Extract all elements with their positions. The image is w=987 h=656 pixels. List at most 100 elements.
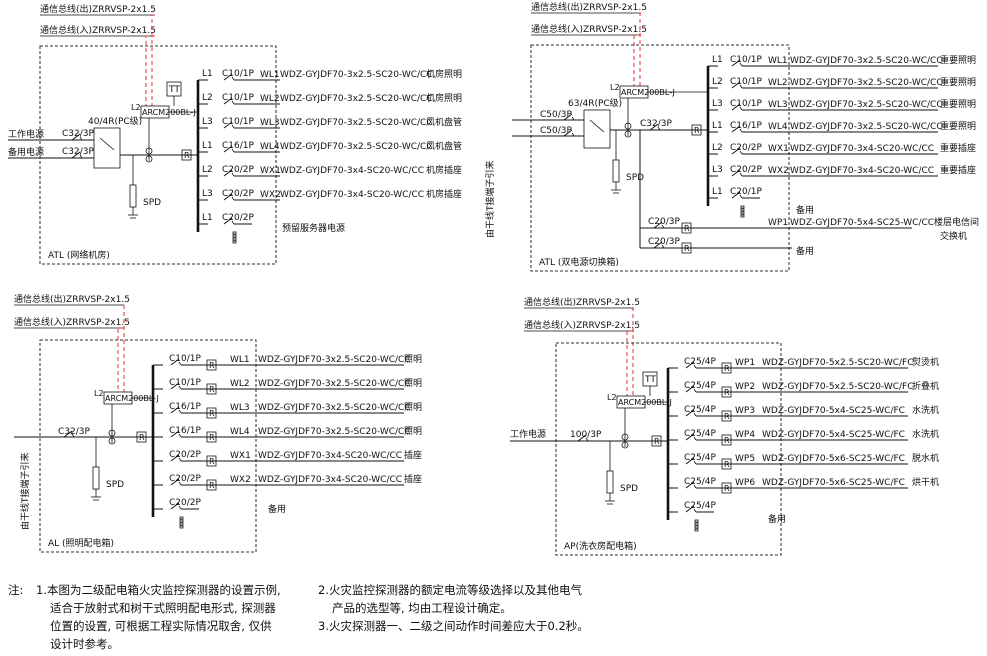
main-residual-box [691, 124, 702, 136]
circuit-breaker-rating: C10/1P [222, 117, 254, 127]
continuation-dots [232, 240, 237, 244]
circuit-residual-box [721, 434, 732, 446]
main-breaker-rating: C32/3P [58, 427, 90, 437]
breaker-hook [79, 154, 83, 159]
circuit-phase: L3 [202, 189, 213, 199]
circuit-load: 重要照明 [940, 76, 976, 88]
circuit-load: 备用 [268, 503, 286, 515]
circuit-load: 备用 [768, 513, 786, 525]
circuit-breaker-rating: C20/2P [222, 213, 254, 223]
panel-title: ATL (双电源切换箱) [539, 256, 619, 268]
enclosure [39, 339, 257, 553]
enclosure-outline [530, 44, 790, 272]
continuation-dots [232, 231, 237, 235]
circuit-load: 插座 [404, 449, 422, 461]
circuit-breaker-symbol [170, 454, 180, 462]
circuit-code: WX2 [230, 475, 251, 485]
input-breaker-symbol [563, 129, 573, 137]
input-breaker-symbol [71, 133, 81, 141]
circuit-breaker-rating: C20/1P [730, 187, 762, 197]
continuation-dots [232, 234, 237, 238]
continuation-dots [740, 208, 745, 212]
circuit-cable: WDZ-GYJDF70-3x2.5-SC20-WC/CC [280, 118, 433, 128]
circuit-cable: WDZ-GYJDF70-3x2.5-SC20-WC/CC [280, 142, 433, 152]
panel-ap-laundry: 通信总线(出)ZRRVSP-2x1.5通信总线(入)ZRRVSP-2x1.5AP… [510, 296, 939, 556]
residual-box-mark: R [684, 244, 690, 253]
circuit-code: WL3 [230, 403, 250, 413]
breaker-hook [657, 126, 661, 131]
continuation-dots [740, 211, 745, 215]
circuit-code: WX1 [768, 144, 789, 154]
circuit-breaker-rating: C10/1P [730, 77, 762, 87]
circuit-cable: WDZ-GYJDF70-5x2.5-SC20-WC/FC [762, 358, 914, 368]
breaker-hook [178, 481, 182, 486]
spd-label: SPD [620, 484, 638, 494]
circuit-cable: WDZ-GYJDF70-3x4-SC20-WC/CC [280, 190, 424, 200]
circuit-code: WX2 [260, 190, 281, 200]
circuit-phase: L3 [712, 165, 723, 175]
circuit-breaker-symbol [223, 97, 233, 105]
breaker-hook [585, 437, 589, 442]
circuit-breaker-symbol [685, 433, 695, 441]
residual-box-mark: R [724, 388, 730, 397]
circuit-breaker-symbol [731, 191, 741, 199]
breaker-hook [178, 433, 182, 438]
circuit-code: WP6 [735, 478, 755, 488]
note-2-line-1: 2.火灾监控探测器的额定电流等级选择以及其他电气 [318, 583, 582, 597]
residual-box-mark: R [184, 151, 190, 160]
input-breaker-rating: C50/3P [540, 110, 572, 120]
breaker-hook [739, 150, 743, 155]
breaker-hook [739, 172, 743, 177]
ct-symbol [624, 130, 632, 138]
circuit-cable: WDZ-GYJDF70-3x4-SC20-WC/CC [790, 166, 934, 176]
circuit-load: 折叠机 [912, 380, 939, 392]
circuit-breaker-rating: C20/2P [222, 189, 254, 199]
fire-detector-label: ARCM200BL-J [105, 394, 159, 403]
breaker-hook [231, 220, 235, 225]
spd-symbol [606, 470, 614, 494]
circuit-residual-box [721, 362, 732, 374]
panel-atl-network: 通信总线(出)ZRRVSP-2x1.5通信总线(入)ZRRVSP-2x1.5AT… [8, 3, 462, 265]
circuit-load: 机房照明 [426, 92, 462, 104]
circuit-cable: WDZ-GYJDF70-3x2.5-SC20-WC/CC [280, 70, 433, 80]
residual-box-mark: R [209, 433, 215, 442]
circuit-breaker-symbol [685, 481, 695, 489]
extra-cable: WDZ-GYJDF70-5x4-SC25-WC/CC [790, 218, 934, 228]
circuit-breaker-rating: C20/2P [169, 474, 201, 484]
comm-bus-in-label: 通信总线(入)ZRRVSP-2x1.5 [14, 316, 130, 328]
comm-bus-in-line [626, 330, 634, 396]
breaker-hook [178, 385, 182, 390]
circuit-load: 照明 [404, 426, 422, 437]
residual-box-mark: R [209, 409, 215, 418]
circuit-breaker-rating: C20/2P [222, 165, 254, 175]
circuit-breaker-rating: C20/2P [169, 498, 201, 508]
continuation-dots [740, 205, 745, 209]
main-residual-box [136, 431, 147, 443]
circuit-code: WL3 [260, 118, 280, 128]
continuation-dots [179, 519, 184, 523]
circuit-breaker-rating: C10/1P [222, 69, 254, 79]
ats-switch [99, 137, 115, 151]
breaker-hook [178, 409, 182, 414]
circuit-breaker-rating: C25/4P [684, 453, 716, 463]
circuit-breaker-symbol [731, 59, 741, 67]
comm-bus-in-label: 通信总线(入)ZRRVSP-2x1.5 [531, 23, 647, 35]
circuit-cable: WDZ-GYJDF70-3x2.5-SC20-WC/CC [790, 78, 943, 88]
main-ct [624, 122, 632, 130]
main-breaker-symbol [649, 123, 659, 131]
breaker-hook [739, 62, 743, 67]
